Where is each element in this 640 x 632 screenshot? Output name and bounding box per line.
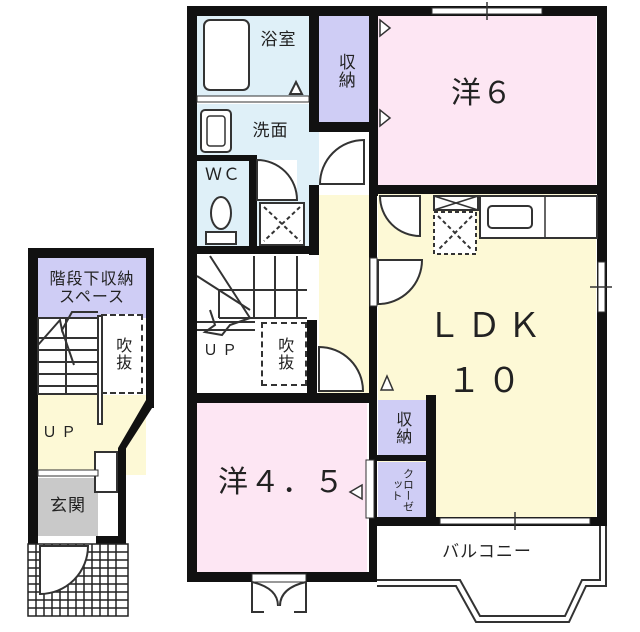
lower-stairs-up-label: ＵＰ bbox=[42, 423, 81, 441]
stair-void-upper: 吹抜 bbox=[261, 322, 307, 386]
stairs-up-label: ＵＰ bbox=[203, 341, 242, 359]
closet-label: クローゼット bbox=[390, 467, 415, 512]
balcony: バルコニー bbox=[378, 527, 596, 579]
entrance: 玄関 bbox=[38, 478, 98, 536]
closet: クローゼット bbox=[378, 462, 426, 517]
ldk-room: ＬＤＫ １０ bbox=[378, 193, 596, 517]
washroom-label: 洗面 bbox=[252, 121, 289, 141]
stair-void-label: 吹抜 bbox=[275, 337, 295, 371]
wc-label: ＷＣ bbox=[205, 165, 241, 185]
bath-label: 浴室 bbox=[260, 30, 297, 51]
entrance-label: 玄関 bbox=[50, 496, 86, 517]
storage-top-label: 収納 bbox=[334, 53, 355, 89]
void-lower-label: 吹抜 bbox=[113, 337, 133, 371]
storage-mid-label: 収納 bbox=[393, 410, 413, 445]
under-stair-storage-label-2: スペース bbox=[58, 287, 126, 306]
balcony-label: バルコニー bbox=[442, 542, 532, 563]
western-6-label: 洋６ bbox=[451, 75, 513, 111]
ldk-label: ＬＤＫ １０ bbox=[427, 306, 547, 401]
under-stair-storage: 階段下収納 スペース bbox=[38, 258, 146, 318]
under-stair-storage-label-1: 階段下収納 bbox=[49, 268, 135, 288]
western-4-5-label: 洋４．５ bbox=[218, 464, 346, 500]
western-room-6: 洋６ bbox=[378, 15, 596, 185]
storage-mid: 収納 bbox=[378, 400, 426, 455]
storage-top: 収納 bbox=[319, 15, 369, 127]
western-room-4-5: 洋４．５ bbox=[197, 403, 367, 573]
